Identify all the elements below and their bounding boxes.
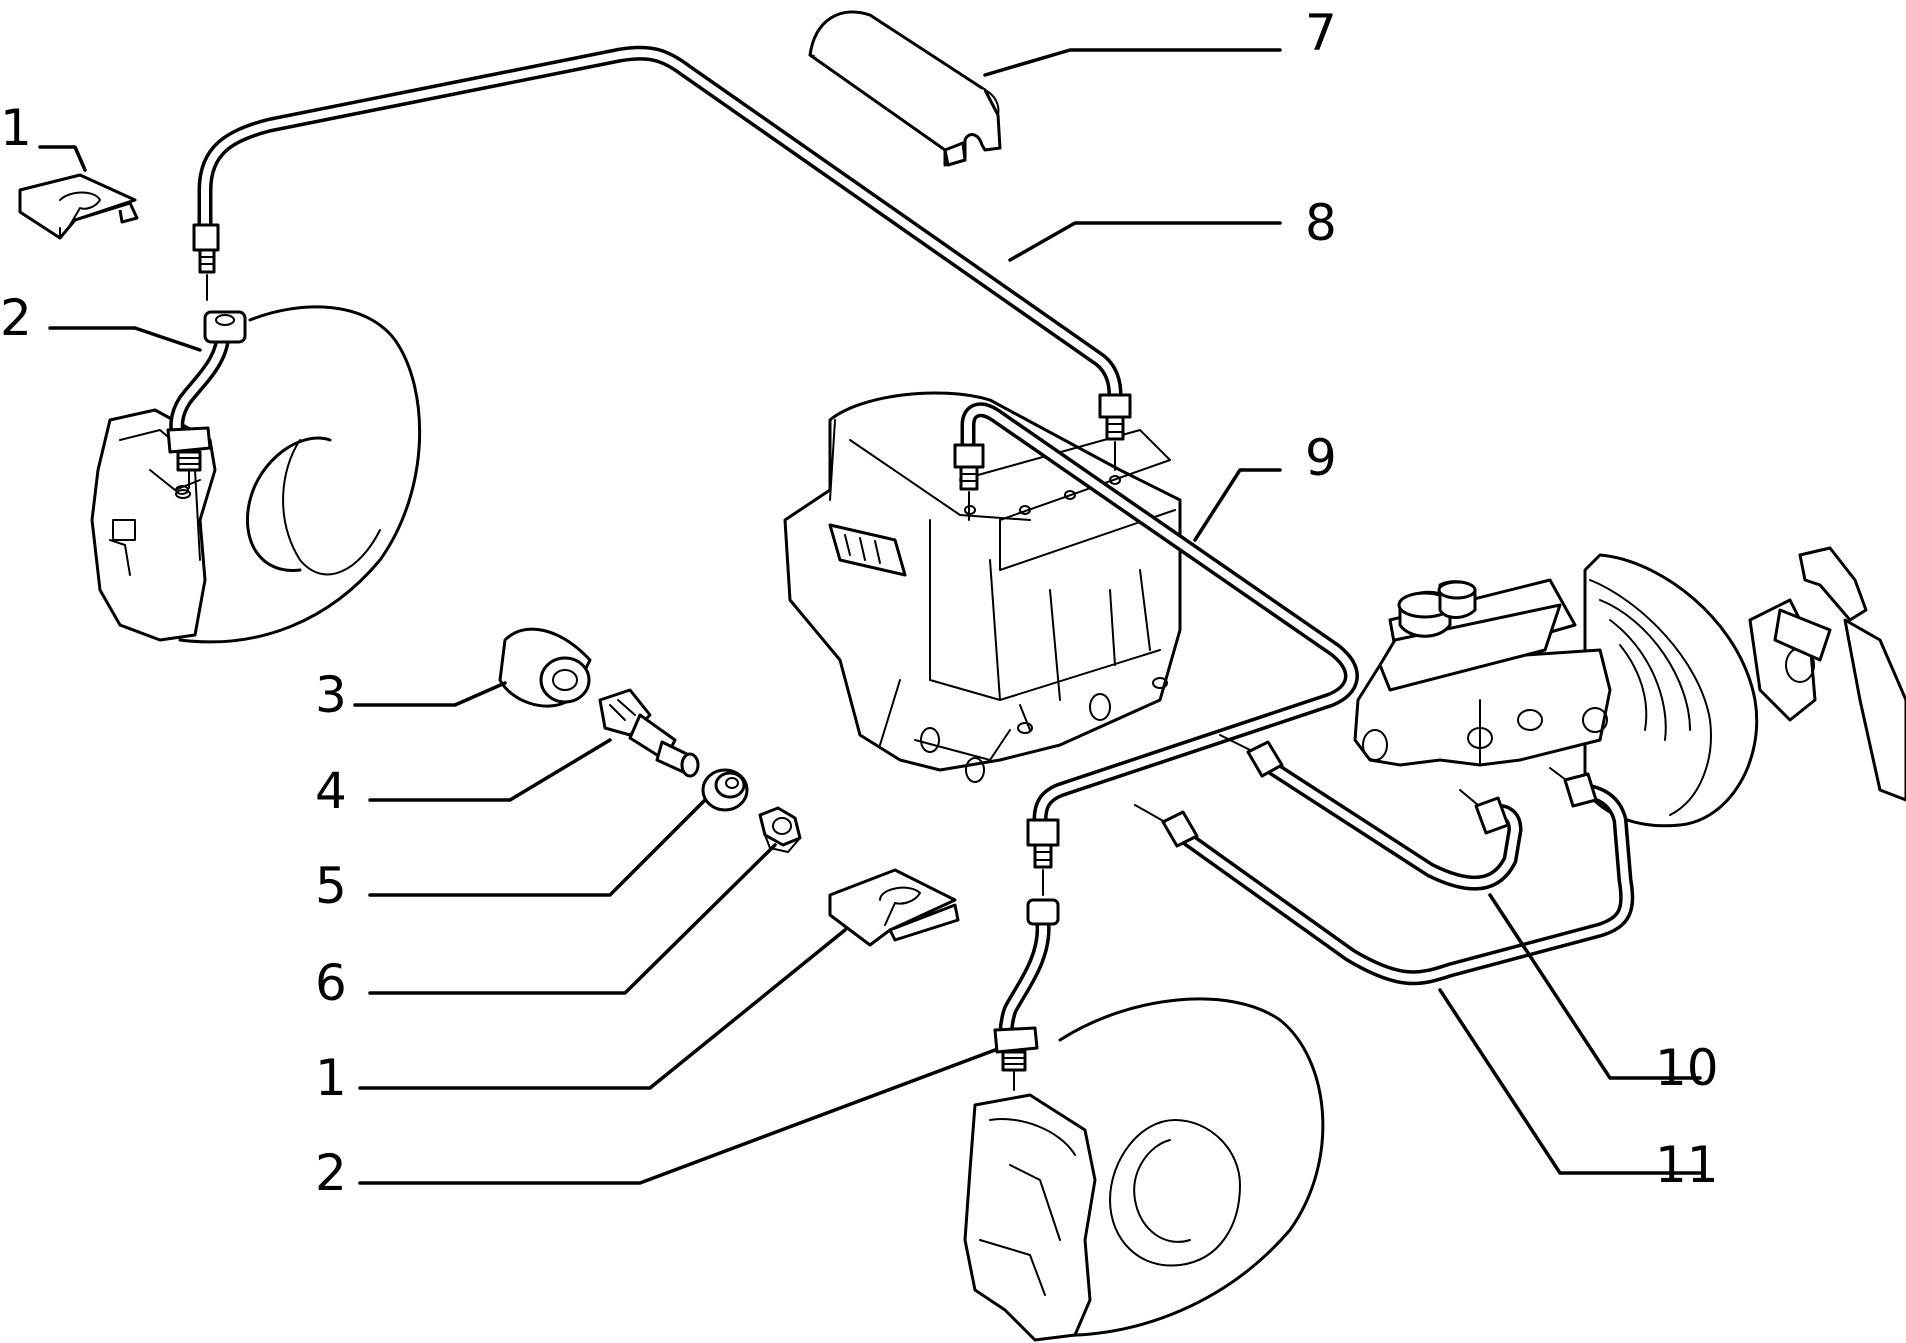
pipe-10 (1252, 752, 1523, 891)
callout-4: 4 (315, 762, 347, 820)
callout-1-upper: 1 (0, 99, 32, 157)
callout-9: 9 (1305, 429, 1337, 487)
part-6-hex-nut (758, 806, 802, 853)
part-4-pressure-sensor (598, 688, 700, 778)
leader-lines (38, 48, 1702, 1185)
callout-labels: 1 2 3 4 5 6 1 2 7 8 9 10 11 (0, 4, 1719, 1202)
part-1-clip-plate-upper (18, 173, 139, 240)
abs-hydraulic-unit (783, 391, 1182, 783)
callout-2-upper: 2 (0, 289, 32, 347)
callout-6: 6 (315, 954, 347, 1012)
pipe-fittings (166, 223, 1598, 1091)
part-3-sleeve (498, 627, 592, 708)
callout-11: 11 (1655, 1136, 1719, 1194)
part-7-pipe-protector (808, 10, 1002, 167)
callout-8: 8 (1305, 194, 1337, 252)
part-5-seal-washer (701, 768, 749, 812)
callout-3: 3 (315, 666, 347, 724)
callout-2-lower: 2 (315, 1144, 347, 1202)
front-right-brake-disc-assembly (963, 997, 1325, 1342)
front-left-brake-disc-assembly (90, 305, 422, 644)
brake-pipes (169, 45, 1635, 1058)
callout-10: 10 (1655, 1039, 1719, 1097)
callout-7: 7 (1305, 4, 1337, 62)
pipe-11 (1167, 782, 1635, 986)
part-1-clip-plate-lower (828, 868, 960, 947)
callout-5: 5 (315, 857, 347, 915)
master-cylinder-booster (1353, 546, 1906, 828)
callout-1-lower: 1 (315, 1049, 347, 1107)
